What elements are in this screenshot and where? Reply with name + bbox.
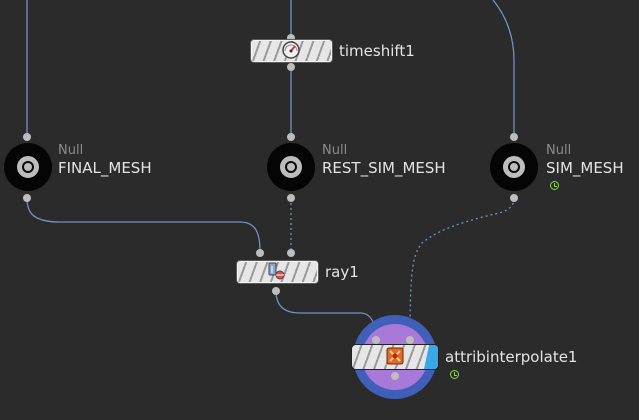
node-type-label: Null	[322, 143, 348, 158]
clock-icon	[450, 370, 459, 379]
attribinterpolate-icon	[386, 347, 404, 365]
ray-input-connector-2[interactable]	[287, 249, 295, 257]
display-flag[interactable]	[424, 345, 438, 369]
node-name-label[interactable]: SIM_MESH	[546, 159, 624, 177]
null-icon	[17, 156, 39, 178]
attribinterpolate-input-connector-1[interactable]	[372, 336, 380, 344]
null-node-sim-mesh[interactable]	[490, 143, 538, 191]
null-node-rest-sim-mesh[interactable]	[267, 143, 315, 191]
attribinterpolate-input-connector-2[interactable]	[406, 336, 414, 344]
timeshift-output-connector[interactable]	[287, 63, 295, 71]
clock-icon	[550, 181, 559, 190]
rest-sim-mesh-input-connector[interactable]	[287, 133, 295, 141]
ray-icon	[268, 262, 285, 280]
node-type-label: Null	[546, 143, 572, 158]
final-mesh-output-connector[interactable]	[23, 194, 31, 202]
sim-mesh-input-connector[interactable]	[510, 133, 518, 141]
rest-sim-mesh-output-connector[interactable]	[287, 194, 295, 202]
null-icon	[280, 156, 302, 178]
node-name-label[interactable]: REST_SIM_MESH	[322, 159, 446, 177]
wire-sim-mesh-to-attribinterpolate[interactable]	[409, 197, 515, 341]
timeshift-input-connector[interactable]	[287, 34, 295, 42]
node-name-label[interactable]: timeshift1	[339, 42, 415, 60]
attribinterpolate-output-connector[interactable]	[391, 372, 399, 380]
ray-output-connector[interactable]	[272, 287, 280, 295]
node-name-label[interactable]: FINAL_MESH	[58, 159, 152, 177]
sim-mesh-output-connector[interactable]	[510, 194, 518, 202]
null-node-final-mesh[interactable]	[4, 143, 52, 191]
wire-top-to-sim-mesh[interactable]	[492, 0, 515, 136]
node-name-label[interactable]: ray1	[325, 263, 359, 281]
null-icon	[503, 156, 525, 178]
timeshift-gauge-icon	[282, 41, 300, 59]
wire-final-mesh-to-ray[interactable]	[26, 197, 261, 252]
node-name-label[interactable]: attribinterpolate1	[445, 348, 578, 366]
ray-input-connector-1[interactable]	[256, 249, 264, 257]
node-type-label: Null	[58, 143, 84, 158]
final-mesh-input-connector[interactable]	[23, 133, 31, 141]
